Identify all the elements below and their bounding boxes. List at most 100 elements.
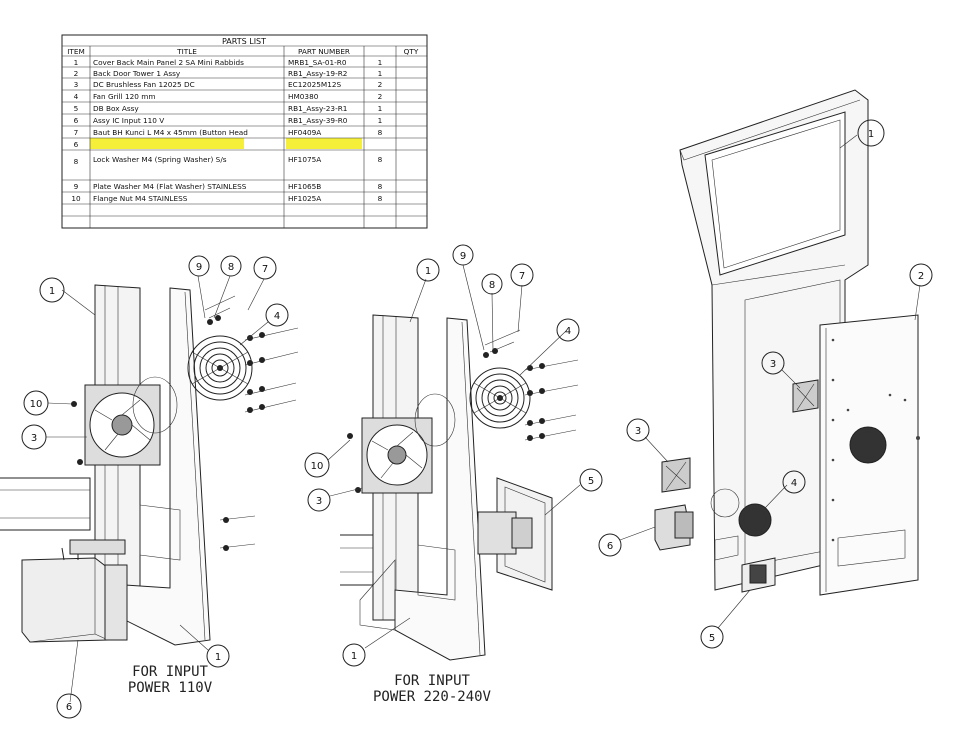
svg-text:4: 4 bbox=[274, 311, 280, 322]
svg-text:DC Brushless Fan 12025 DC: DC Brushless Fan 12025 DC bbox=[93, 80, 195, 89]
svg-text:RB1_Assy-39-R0: RB1_Assy-39-R0 bbox=[288, 116, 348, 125]
fan-grill-icon bbox=[469, 367, 531, 429]
svg-text:RB1_Assy-19-R2: RB1_Assy-19-R2 bbox=[288, 69, 347, 78]
svg-text:HF1075A: HF1075A bbox=[288, 155, 321, 164]
balloon-l4: 4 bbox=[265, 303, 289, 327]
balloon-l1b: 1 bbox=[206, 644, 230, 668]
table-row: 7 Baut BH Kunci L M4 x 45mm (Button Head… bbox=[74, 128, 383, 137]
svg-text:1: 1 bbox=[378, 58, 383, 67]
balloon-l7: 7 bbox=[253, 256, 277, 280]
svg-text:7: 7 bbox=[519, 271, 525, 282]
svg-text:8: 8 bbox=[378, 194, 383, 203]
table-row: 9 Plate Washer M4 (Flat Washer) STAINLES… bbox=[74, 182, 383, 191]
svg-text:1: 1 bbox=[74, 58, 79, 67]
svg-text:4: 4 bbox=[565, 326, 571, 337]
svg-text:Back Door Tower 1 Assy: Back Door Tower 1 Assy bbox=[93, 69, 181, 78]
table-row: 8 Lock Washer M4 (Spring Washer) S/s HF1… bbox=[74, 155, 383, 166]
svg-text:Lock Washer M4 (Spring Washer): Lock Washer M4 (Spring Washer) S/s bbox=[93, 155, 227, 164]
svg-text:9: 9 bbox=[460, 251, 466, 262]
svg-text:2: 2 bbox=[378, 80, 383, 89]
balloon-r2: 2 bbox=[909, 263, 933, 287]
svg-text:1: 1 bbox=[49, 286, 55, 297]
balloon-m5: 5 bbox=[579, 468, 603, 492]
svg-text:8: 8 bbox=[228, 262, 234, 273]
svg-text:6: 6 bbox=[74, 116, 79, 125]
svg-text:3: 3 bbox=[635, 426, 641, 437]
svg-text:10: 10 bbox=[311, 461, 324, 472]
header-qty: QTY bbox=[404, 47, 419, 56]
svg-text:Plate Washer M4 (Flat Washer): Plate Washer M4 (Flat Washer) STAINLESS bbox=[93, 182, 247, 191]
balloons: 1 10 3 9 8 7 4 1 6 1 9 8 7 4 10 3 5 1 1 … bbox=[21, 119, 933, 719]
table-row: 6 bbox=[74, 140, 79, 149]
balloon-m3: 3 bbox=[307, 488, 331, 512]
svg-text:RB1_Assy-23-R1: RB1_Assy-23-R1 bbox=[288, 104, 347, 113]
svg-text:1: 1 bbox=[215, 652, 221, 663]
table-row: 3 DC Brushless Fan 12025 DC EC12025M12S … bbox=[74, 80, 383, 89]
svg-text:4: 4 bbox=[74, 92, 79, 101]
svg-text:HF1025A: HF1025A bbox=[288, 194, 321, 203]
svg-text:2: 2 bbox=[918, 271, 924, 282]
svg-text:2: 2 bbox=[74, 69, 79, 78]
svg-text:3: 3 bbox=[74, 80, 79, 89]
table-row: 5 DB Box Assy RB1_Assy-23-R1 1 bbox=[74, 104, 383, 113]
header-item: ITEM bbox=[67, 47, 85, 56]
svg-text:6: 6 bbox=[607, 541, 613, 552]
balloon-m1b: 1 bbox=[342, 643, 366, 667]
svg-text:EC12025M12S: EC12025M12S bbox=[288, 80, 341, 89]
row-6-title-highlight bbox=[90, 138, 244, 149]
balloon-l8: 8 bbox=[220, 255, 242, 277]
row-6-part-highlight bbox=[286, 138, 362, 149]
svg-text:3: 3 bbox=[31, 433, 37, 444]
svg-text:8: 8 bbox=[489, 280, 495, 291]
svg-text:10: 10 bbox=[30, 399, 43, 410]
table-row: 1 Cover Back Main Panel 2 SA Mini Rabbid… bbox=[74, 58, 383, 67]
svg-text:6: 6 bbox=[74, 140, 79, 149]
svg-text:1: 1 bbox=[378, 116, 383, 125]
svg-text:5: 5 bbox=[74, 104, 79, 113]
table-border bbox=[61, 34, 428, 229]
balloon-r1: 1 bbox=[857, 119, 885, 147]
svg-text:Fan Grill 120 mm: Fan Grill 120 mm bbox=[93, 92, 155, 101]
balloon-l9: 9 bbox=[188, 255, 210, 277]
balloon-r5: 5 bbox=[700, 625, 724, 649]
balloon-r3b: 3 bbox=[626, 418, 650, 442]
balloon-m9: 9 bbox=[452, 244, 474, 266]
balloon-l3: 3 bbox=[21, 424, 47, 450]
balloon-m8: 8 bbox=[481, 273, 503, 295]
balloon-l1: 1 bbox=[39, 277, 65, 303]
svg-text:6: 6 bbox=[66, 702, 72, 713]
svg-text:1: 1 bbox=[378, 69, 383, 78]
svg-text:Cover Back Main Panel 2 SA Min: Cover Back Main Panel 2 SA Mini Rabbids bbox=[93, 58, 244, 67]
svg-text:8: 8 bbox=[378, 182, 383, 191]
svg-text:7: 7 bbox=[262, 264, 268, 275]
balloon-m4: 4 bbox=[556, 318, 580, 342]
balloon-m7: 7 bbox=[510, 263, 534, 287]
svg-text:HM0380: HM0380 bbox=[288, 92, 319, 101]
table-row: 4 Fan Grill 120 mm HM0380 2 bbox=[74, 92, 383, 101]
balloon-m10: 10 bbox=[304, 452, 330, 478]
balloon-m1: 1 bbox=[416, 258, 440, 282]
balloon-r3a: 3 bbox=[761, 351, 785, 375]
svg-text:HF0409A: HF0409A bbox=[288, 128, 321, 137]
caption-110v-line1: FOR INPUT bbox=[132, 664, 208, 680]
svg-text:1: 1 bbox=[868, 129, 874, 140]
svg-text:1: 1 bbox=[425, 266, 431, 277]
caption-110v-line2: POWER 110V bbox=[128, 680, 213, 696]
balloon-r4: 4 bbox=[782, 470, 806, 494]
svg-text:HF1065B: HF1065B bbox=[288, 182, 321, 191]
svg-text:1: 1 bbox=[378, 104, 383, 113]
svg-text:10: 10 bbox=[71, 194, 81, 203]
svg-text:8: 8 bbox=[378, 128, 383, 137]
parts-list-table: PARTS LIST ITEM TITLE PART NUMBER QTY 1 … bbox=[61, 34, 428, 229]
assembly-cabinet bbox=[654, 89, 920, 596]
balloon-r6: 6 bbox=[598, 533, 622, 557]
svg-text:4: 4 bbox=[791, 478, 797, 489]
caption-220v-line1: FOR INPUT bbox=[394, 673, 470, 689]
balloon-l6-highlighted: 6 bbox=[56, 693, 82, 719]
balloon-l10: 10 bbox=[23, 390, 49, 416]
svg-text:1: 1 bbox=[351, 651, 357, 662]
svg-text:Baut BH Kunci L M4 x 45mm (But: Baut BH Kunci L M4 x 45mm (Button Head bbox=[93, 128, 248, 137]
svg-text:7: 7 bbox=[74, 128, 79, 137]
assembly-110v bbox=[0, 284, 299, 646]
table-row: 2 Back Door Tower 1 Assy RB1_Assy-19-R2 … bbox=[74, 69, 383, 78]
